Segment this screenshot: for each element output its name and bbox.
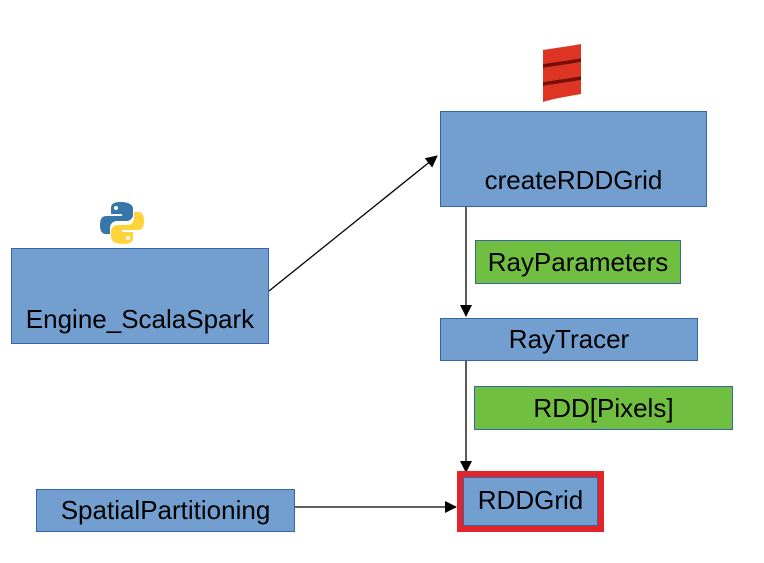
node-rdd-grid[interactable]: RDDGrid: [457, 471, 604, 532]
node-spatial-partitioning[interactable]: SpatialPartitioning: [36, 489, 295, 532]
edge-label-text: RayParameters: [487, 246, 669, 277]
node-label: createRDDGrid: [484, 165, 663, 195]
node-engine-scalaspark[interactable]: Engine_ScalaSpark: [11, 248, 269, 344]
node-ray-tracer[interactable]: RayTracer: [440, 318, 698, 361]
edge-label-text: RDD[Pixels]: [533, 392, 674, 423]
node-create-rdd-grid[interactable]: createRDDGrid: [440, 111, 707, 207]
scala-logo-icon: [543, 44, 581, 102]
edge-engine-to-create-grid: [268, 155, 438, 292]
edge-label-ray-parameters: RayParameters: [475, 240, 681, 284]
python-logo-icon: [100, 202, 144, 244]
node-label: SpatialPartitioning: [60, 495, 271, 525]
edge-label-rdd-pixels: RDD[Pixels]: [474, 386, 733, 430]
node-label: RDDGrid: [477, 485, 584, 515]
node-label: RayTracer: [508, 324, 630, 354]
node-label: Engine_ScalaSpark: [25, 304, 255, 334]
